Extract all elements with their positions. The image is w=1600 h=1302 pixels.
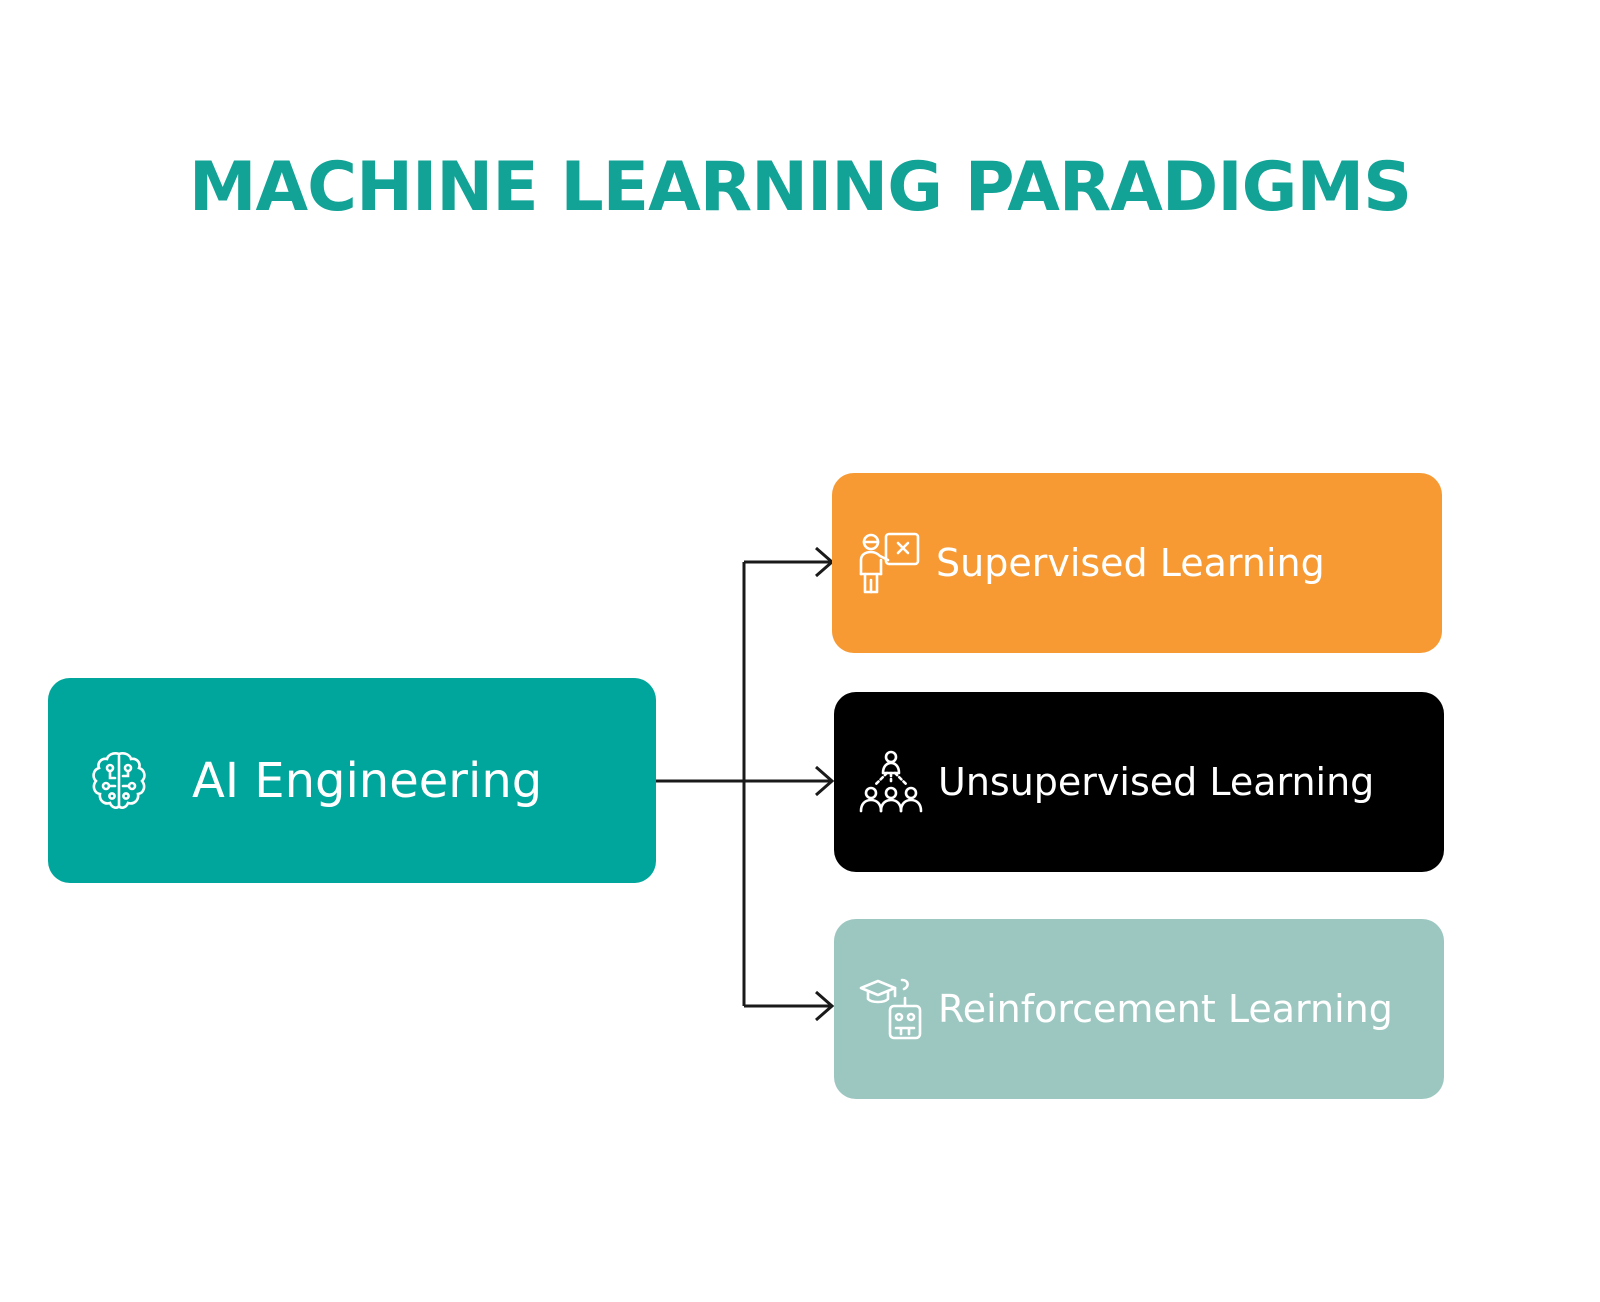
hierarchy-people-icon [858,749,924,815]
teacher-board-icon [856,530,922,596]
branch-node-unsupervised-learning: Unsupervised Learning [834,692,1444,872]
brain-circuit-icon [86,748,152,814]
arrow-head-unsupervised [815,765,835,797]
root-node-ai-engineering: AI Engineering [48,678,656,883]
branch-node-reinforcement-learning: Reinforcement Learning [834,919,1444,1099]
robot-graduate-icon [858,976,924,1042]
page-title: MACHINE LEARNING PARADIGMS [188,148,1412,227]
arrow-head-reinforcement [815,990,835,1022]
root-node-label: AI Engineering [192,752,543,809]
branch-label-supervised: Supervised Learning [936,541,1325,585]
branch-label-unsupervised: Unsupervised Learning [938,760,1375,804]
branch-node-supervised-learning: Supervised Learning [832,473,1442,653]
branch-label-reinforcement: Reinforcement Learning [938,987,1393,1031]
